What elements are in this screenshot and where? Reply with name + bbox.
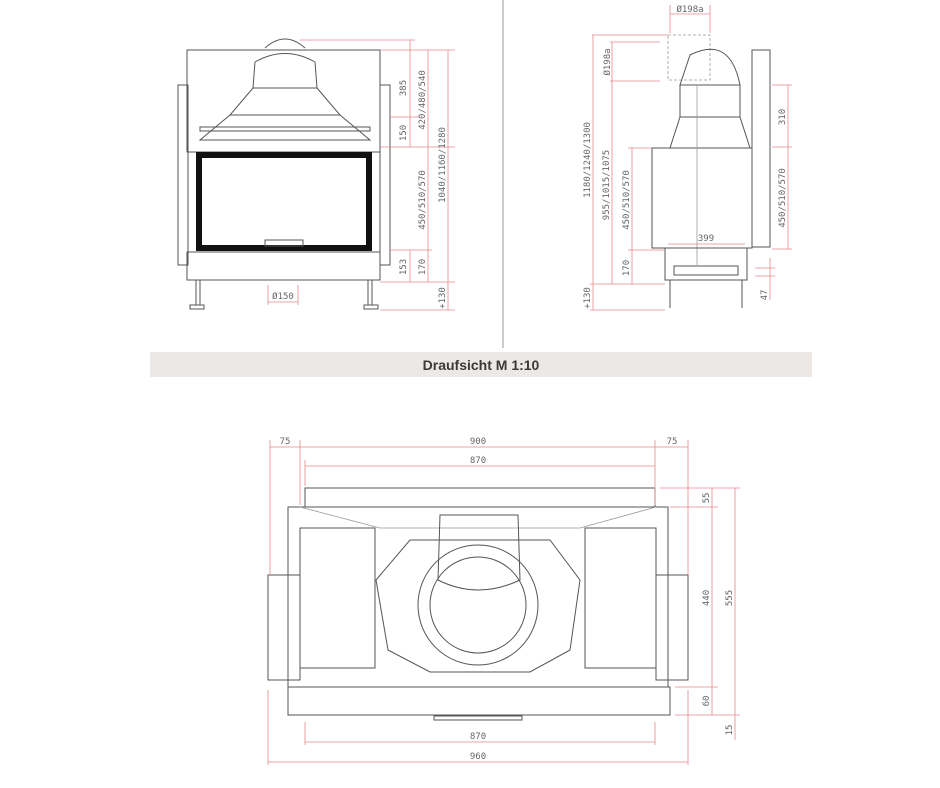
flue-collar <box>437 514 521 591</box>
section-header: Draufsicht M 1:10 <box>150 352 812 377</box>
top-view: 75 900 75 870 55 440 555 60 15 870 960 <box>267 437 740 765</box>
dim-75-right: 75 <box>667 437 678 447</box>
dim-385: 385 <box>399 80 409 96</box>
dim-399: 399 <box>698 234 714 244</box>
dim-153: 153 <box>399 259 409 275</box>
dim-1180: 1180/1240/1300 <box>583 122 593 198</box>
dim-flue-150: Ø150 <box>272 291 294 302</box>
dim-170: 170 <box>418 259 428 275</box>
dim-420-480-540: 420/480/540 <box>418 70 428 130</box>
dim-170: 170 <box>622 260 632 276</box>
dim-450-left: 450/510/570 <box>622 170 632 230</box>
dim-450-right: 450/510/570 <box>778 168 788 228</box>
firebox-outline <box>375 539 581 673</box>
back-plate <box>751 49 771 248</box>
front-view: 385 150 420/480/540 450/510/570 1040/116… <box>177 38 455 311</box>
dim-130: +130 <box>583 287 593 309</box>
dim-870-bottom: 870 <box>470 732 486 742</box>
front-bar <box>287 686 671 716</box>
dome-top <box>264 38 306 49</box>
hood-panel <box>186 49 381 153</box>
dim-150: 150 <box>399 125 409 141</box>
base <box>186 251 381 281</box>
dim-440: 440 <box>702 590 712 606</box>
dim-flue-side: Ø198a <box>602 48 613 75</box>
side-panel-right <box>379 84 391 266</box>
dim-900: 900 <box>470 437 486 447</box>
dim-15: 15 <box>725 725 735 736</box>
side-panel-left <box>177 84 189 266</box>
glass <box>202 158 366 245</box>
dim-130: +130 <box>438 287 448 309</box>
dim-870-top: 870 <box>470 456 486 466</box>
section-title: Draufsicht M 1:10 <box>422 356 540 373</box>
dim-1040-1160-1280: 1040/1160/1280 <box>438 127 448 203</box>
dim-310: 310 <box>778 109 788 125</box>
dim-955: 955/1015/1075 <box>602 150 612 220</box>
dim-75-left: 75 <box>280 437 291 447</box>
dim-555: 555 <box>725 590 735 606</box>
dome <box>252 53 318 89</box>
dim-flue-top: Ø198a <box>676 4 703 15</box>
side-view: Ø198a Ø198a 1180/1240/1300 955/1015/1075… <box>583 4 792 311</box>
dim-450-510-570: 450/510/570 <box>418 170 428 230</box>
dim-960: 960 <box>470 752 486 762</box>
dim-60: 60 <box>702 696 712 707</box>
dim-47: 47 <box>760 290 770 301</box>
dim-55: 55 <box>702 493 712 504</box>
